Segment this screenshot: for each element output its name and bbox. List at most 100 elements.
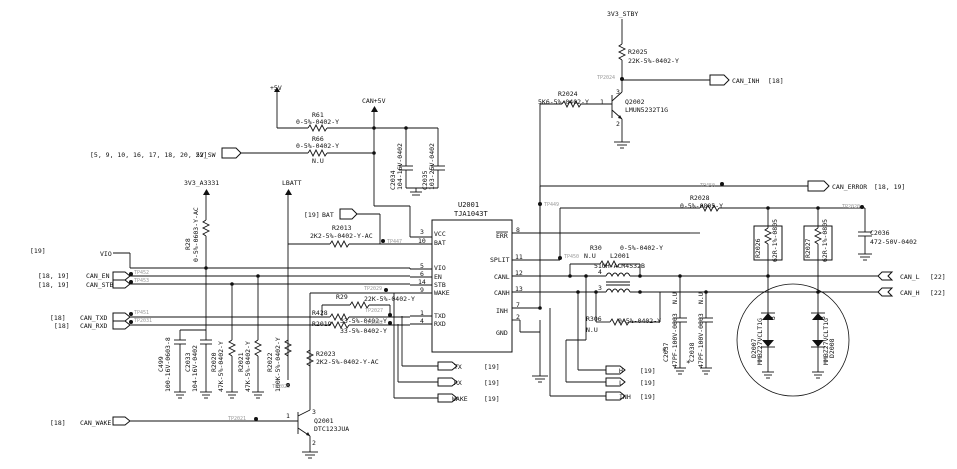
- can-rxd-ref: [18]: [54, 322, 70, 330]
- transceiver-ic: U2001 TJA1043T VCC BAT VIO EN STB WAKE T…: [418, 201, 523, 353]
- r2021-val: 47K-5%-0402-Y: [244, 341, 252, 392]
- ic-part: TJA1043T: [454, 210, 489, 218]
- inh-driver-section: 3V3_STBY R2025 22K-5%-0402-Y TP2024 CAN_…: [538, 10, 784, 308]
- c2038-ref: C2038: [688, 342, 696, 362]
- ic-pin-stb: STB: [434, 281, 446, 289]
- c499-ref: C499: [157, 356, 165, 372]
- vio-supply: 3V3_A3331 R28 0-5%-0603-Y-AC: [184, 179, 219, 268]
- r306-ref: R306: [586, 315, 602, 323]
- inh-label: INH: [619, 393, 631, 401]
- tp2025: TP2025: [272, 384, 290, 390]
- supply-section: +5V R61 0-5%-0402-Y CAN+5V [5, 9, 10, 16…: [90, 84, 445, 237]
- r28-val: 0-5%-0603-Y-AC: [192, 207, 200, 262]
- q2001-pin2: 2: [312, 439, 316, 447]
- r66-nu: N.U: [312, 157, 324, 165]
- ic-pinnum-4: 4: [420, 317, 424, 325]
- r2028-ref: R2028: [690, 194, 710, 202]
- ic-pin-canl: CANL: [494, 273, 510, 281]
- c2034-val: 104-16V-0402: [396, 143, 404, 190]
- c2037-val: 47PF-100V-0603: [671, 313, 679, 368]
- c2036-val: 472-50V-0402: [870, 238, 917, 246]
- can-wake-label: CAN_WAKE: [80, 419, 111, 427]
- r66-val: 0-5%-0402-Y: [296, 142, 339, 150]
- can-error-label: CAN_ERROR: [832, 183, 867, 191]
- c2037-nu: N.U: [671, 292, 679, 304]
- r2021-ref: R2021: [237, 352, 245, 372]
- d2007-val: MMBZ27VCLT1G: [756, 318, 764, 365]
- can-l-ref: [22]: [930, 273, 946, 281]
- ic-pin-split: SPLIT: [490, 256, 510, 264]
- left-signals: [19] VIO [18, 19] CAN_EN TP452 [18, 19] …: [30, 247, 415, 410]
- q2002-pin3: 3: [616, 88, 620, 96]
- l2001-pin3: 3: [598, 284, 602, 292]
- vio-ref: [19]: [30, 247, 46, 255]
- bat-label: BAT: [322, 211, 334, 219]
- tp2021: TP2021: [228, 416, 246, 422]
- vio-label: VIO: [100, 250, 112, 258]
- d2008-val: MMBZ27VCLT1G: [822, 318, 830, 365]
- r2025-ref: R2025: [628, 48, 648, 56]
- q2001-pin3: 3: [312, 408, 316, 416]
- ic-pinnum-3: 3: [420, 228, 424, 236]
- ic-pinnum-9: 9: [420, 286, 424, 294]
- can-txd-ref: [18]: [50, 314, 66, 322]
- tp2020: TP2020: [842, 204, 860, 210]
- ic-pin-wake: WAKE: [434, 289, 450, 297]
- r428-ref: R428: [312, 309, 328, 317]
- ic-pinnum-8: 8: [516, 226, 520, 234]
- c2033-val: 104-16V-0402: [191, 345, 199, 392]
- r61-val: 0-5%-0402-Y: [296, 118, 339, 126]
- can-h-label: CAN_H: [900, 289, 920, 297]
- ic-left-stubs: [410, 236, 432, 325]
- can-inh-label: CAN_INH: [732, 77, 759, 85]
- l2001-val: 51UH-ACM4532B: [594, 262, 645, 270]
- ic-pin-vio: VIO: [434, 264, 446, 272]
- tx-rx-wake-outputs: TX RX WAKE [19] [19] [19]: [393, 293, 500, 403]
- q2002-pin2: 2: [616, 120, 620, 128]
- r2013-val: 2K2-5%-0402-Y-AC: [310, 232, 373, 240]
- ic-pinnum-1: 1: [420, 309, 424, 317]
- d2007-pin3: 3: [769, 316, 777, 320]
- ic-pin-txd: TXD: [434, 312, 446, 320]
- q2002-pin1: 1: [600, 98, 604, 106]
- can-error-ref: [18, 19]: [874, 183, 905, 191]
- tp2032: TP2032: [365, 320, 383, 326]
- l2001-pin4: 4: [598, 268, 602, 276]
- q2002-ref: Q2002: [625, 98, 645, 106]
- ic-pinnum-11: 11: [515, 253, 523, 261]
- can-inh-ref: [18]: [768, 77, 784, 85]
- c2033-ref: C2033: [184, 352, 192, 372]
- r2020-ref: R2020: [210, 352, 218, 372]
- can-stby-label: CAN_STBY: [86, 281, 117, 289]
- can-bus-section: TP449 TP450 CAN_ERROR [18, 19] R2028 0-5…: [520, 180, 946, 401]
- r61-ref: R61: [312, 111, 324, 119]
- l-label: L: [619, 379, 623, 387]
- ic-pin-en: EN: [434, 273, 442, 281]
- ic-pin-bat: BAT: [434, 239, 446, 247]
- c2038-nu: N.U: [697, 292, 705, 304]
- can-wake-ref: [18]: [50, 419, 66, 427]
- h-label: H: [619, 367, 623, 375]
- r2024-ref: R2024: [558, 90, 578, 98]
- r2013-ref: R2013: [332, 224, 352, 232]
- r2027-ref: R2027: [804, 238, 812, 258]
- can-txd-label: CAN_TXD: [80, 314, 107, 322]
- can-en-label: CAN_EN: [86, 272, 110, 280]
- r2019-val: 33-5%-0402-Y: [340, 327, 387, 335]
- ic-pin-inh: INH: [496, 307, 508, 315]
- tp2024: TP2024: [597, 75, 615, 81]
- can-rxd-label: CAN_RXD: [80, 322, 107, 330]
- r2019-ref: R2019: [312, 320, 332, 328]
- ic-pin-vcc: VCC: [434, 230, 446, 238]
- r2023-val: 2K2-5%-0402-Y-AC: [316, 358, 379, 366]
- r29-val: 22K-5%-0402-Y: [364, 295, 415, 303]
- tp451: TP451: [134, 310, 149, 316]
- tp450-label: TP450: [700, 183, 715, 189]
- r2020-val: 47K-5%-0402-Y: [217, 341, 225, 392]
- q2001-ref: Q2001: [314, 417, 334, 425]
- ic-pin-canh: CANH: [494, 289, 510, 297]
- ic-pin-err: ERR: [496, 232, 508, 240]
- d2008-ref: D2008: [828, 338, 836, 358]
- ic-pinnum-12: 12: [515, 269, 523, 277]
